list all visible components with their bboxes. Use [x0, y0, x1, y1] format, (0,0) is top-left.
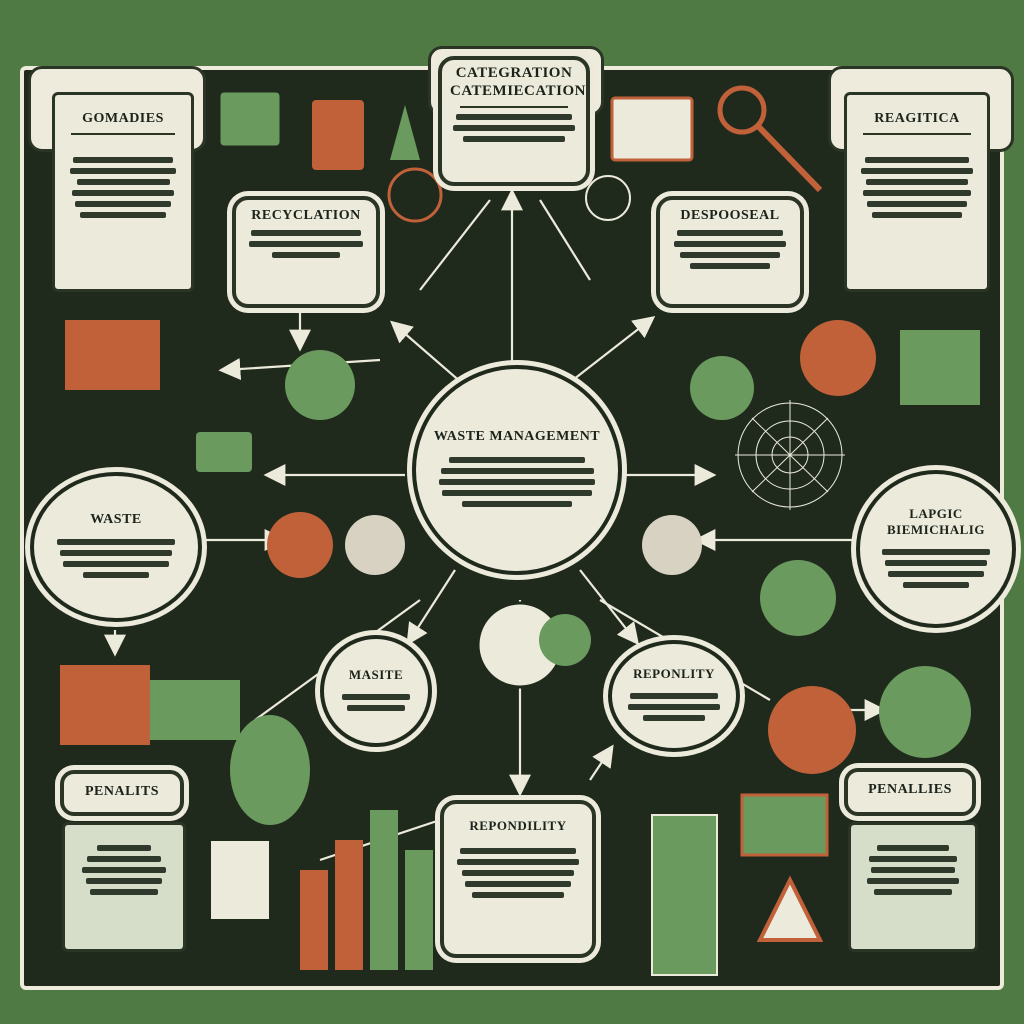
leaf-icon: [285, 350, 355, 420]
texture-icon: [642, 515, 702, 575]
texture-icon: [539, 614, 591, 666]
text-lines: [50, 534, 182, 583]
node-title: CATEGRATION CATEMIECATION: [450, 65, 586, 99]
node-penallies-body: [848, 822, 978, 952]
magnifier-handle-icon: [755, 123, 823, 193]
text-lines: [450, 114, 578, 142]
node-reponlity: REPONLITY: [608, 640, 740, 752]
building-icon: [760, 560, 836, 636]
node-title: MASITE: [348, 666, 404, 682]
text-lines: [861, 845, 965, 895]
web-icon: [387, 167, 443, 223]
crate-icon: [60, 665, 150, 745]
node-center: WASTE MANAGEMENT: [412, 365, 622, 575]
document-icon: [209, 839, 271, 921]
plant-icon: [230, 715, 310, 825]
text-lines: [853, 157, 981, 218]
node-title: REPONLITY: [633, 666, 715, 681]
node-disposal: DESPOOSEAL: [656, 196, 804, 308]
node-gomadies: GOMADIES: [52, 92, 194, 292]
chart-bar-icon: [300, 870, 328, 970]
crate-icon: [219, 91, 281, 147]
arrow-center-disposal: [559, 315, 656, 391]
node-recycling: RECYCLATION: [232, 196, 380, 308]
computer-icon: [196, 432, 252, 472]
penalits-tab: PENALITS: [60, 770, 184, 816]
tree-icon: [390, 105, 420, 160]
tools-icon: [768, 686, 856, 774]
bin-icon: [312, 100, 364, 170]
web-icon: [800, 320, 876, 396]
line-top-left: [419, 199, 491, 291]
node-title: PENALITS: [84, 784, 160, 799]
text-lines: [75, 845, 173, 895]
node-title: DESPOOSEAL: [680, 208, 780, 223]
node-title: WASTE: [90, 511, 142, 527]
node-title: LAPGIC BIEMICHALIG: [887, 505, 985, 537]
texture-icon: [345, 515, 405, 575]
top-icons: [219, 85, 823, 193]
center-title: WASTE MANAGEMENT: [433, 429, 601, 444]
recycle-icon: [756, 875, 824, 942]
gear-icon: [585, 175, 631, 221]
text-lines: [244, 230, 368, 258]
text-lines: [452, 848, 584, 898]
node-reacitica: REAGITICA: [844, 92, 990, 292]
line-top-right: [539, 199, 591, 281]
building-icon: [65, 320, 160, 390]
shield-icon: [690, 356, 754, 420]
text-lines: [61, 157, 185, 218]
icon-badges: [267, 167, 971, 774]
node-title: GOMADIES: [82, 111, 164, 126]
crate-icon: [150, 680, 240, 740]
node-repondility: REPONDILITY: [440, 800, 596, 958]
divider: [460, 106, 568, 108]
text-lines: [668, 230, 792, 269]
web-icon: [735, 400, 845, 510]
node-title: REPONDILITY: [469, 818, 567, 833]
money-icon: [651, 814, 718, 976]
arrow-center-masite: [406, 569, 456, 646]
chart-bar-icon: [335, 840, 363, 970]
bin-icon: [267, 512, 333, 578]
arrow-center-recycling: [390, 320, 471, 391]
node-waste: WASTE: [30, 472, 202, 622]
penallies-tab: PENALLIES: [844, 768, 976, 816]
node-title: PENALLIES: [868, 782, 952, 797]
text-lines: [876, 544, 996, 593]
arrow-bottom-right: [589, 744, 614, 781]
text-lines: [622, 688, 726, 726]
magnifier-icon: [717, 85, 767, 135]
factory-icon: [900, 330, 980, 405]
divider: [71, 133, 175, 135]
text-lines: [334, 689, 418, 716]
book-icon: [610, 96, 694, 162]
bin-icon: [740, 793, 829, 857]
bottom-icons: [209, 810, 824, 976]
node-lapgic: LAPGIC BIEMICHALIG: [856, 470, 1016, 628]
node-title: RECYCLATION: [251, 208, 361, 223]
left-icons: [60, 320, 310, 825]
node-penalits-body: [62, 822, 186, 952]
recycle-icon: [879, 666, 971, 758]
node-categration: CATEGRATION CATEMIECATION: [438, 56, 590, 186]
chart-bar-icon: [370, 810, 398, 970]
text-lines: [432, 452, 602, 512]
right-icons: [740, 330, 980, 857]
chart-bar-icon: [405, 850, 433, 970]
divider: [863, 133, 971, 135]
node-title: REAGITICA: [874, 111, 960, 126]
node-masite: MASITE: [320, 635, 432, 747]
